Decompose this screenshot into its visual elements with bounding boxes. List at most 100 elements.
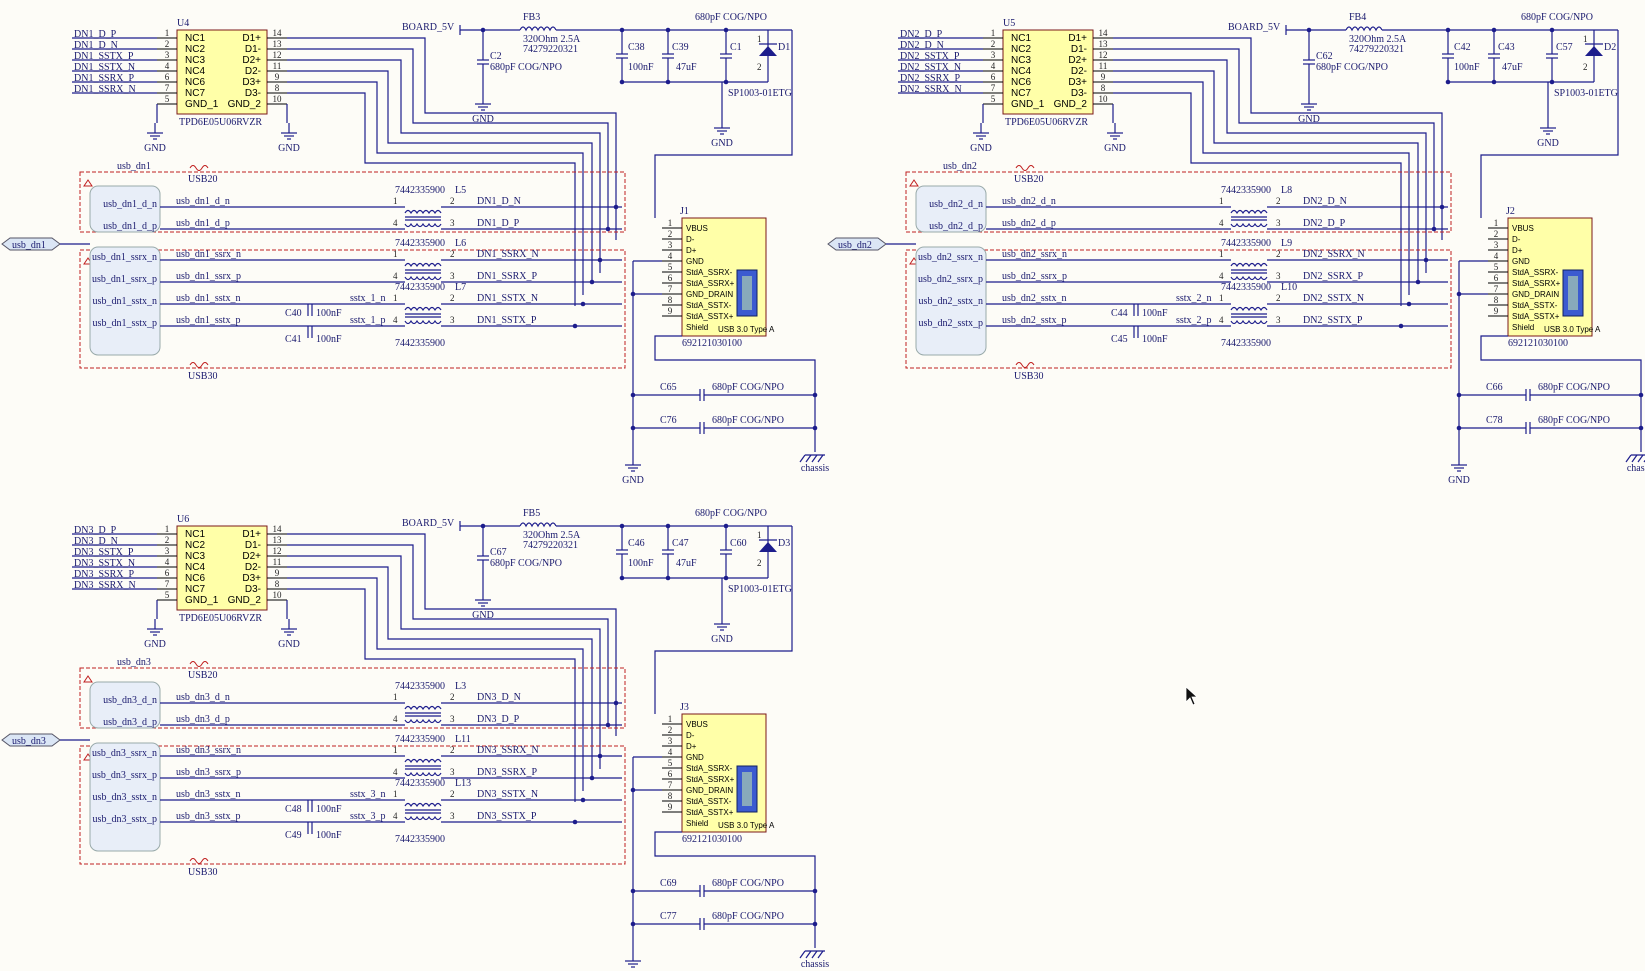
ic-pin-number: 10 bbox=[273, 590, 283, 600]
connector-pin-number: 6 bbox=[668, 273, 673, 283]
junction-dot bbox=[572, 819, 578, 825]
connector-pin-name: StdA_SSTX- bbox=[1512, 301, 1558, 310]
line-net-label: usb_dn1_ssrx_n bbox=[176, 249, 241, 260]
line-net-label: usb_dn1_ssrx_p bbox=[176, 271, 241, 282]
choke-part-number: 7442335900 bbox=[1221, 282, 1271, 293]
ic-refdes: U5 bbox=[1003, 18, 1015, 29]
connector-pin-name: StdA_SSRX+ bbox=[686, 279, 735, 288]
cap-refdes: C41 bbox=[285, 334, 302, 345]
choke-part-number: 7442335900 bbox=[1221, 338, 1271, 349]
cap-refdes: C66 bbox=[1486, 382, 1503, 393]
choke-coil-icon bbox=[404, 771, 442, 777]
wire bbox=[811, 950, 818, 959]
harness-entry-box bbox=[915, 246, 987, 356]
choke-pin-number: 1 bbox=[1219, 196, 1224, 206]
ic-net-label: DN1_SSRX_P bbox=[74, 73, 134, 84]
connector-pin-number: 2 bbox=[668, 725, 673, 735]
choke-coil-icon bbox=[404, 209, 442, 215]
ic-pin-number: 1 bbox=[165, 524, 170, 534]
ground-label: GND bbox=[622, 475, 644, 486]
connector-pin-name: GND_DRAIN bbox=[686, 290, 733, 299]
harness-entry-label: usb_dn2_d_n bbox=[929, 199, 983, 210]
ground-label: GND bbox=[1537, 138, 1559, 149]
cap-value: 100nF bbox=[316, 804, 342, 815]
junction-dot bbox=[580, 797, 586, 803]
harness-label: USB30 bbox=[188, 867, 217, 878]
ferrite-part-number: 74279220321 bbox=[523, 540, 578, 551]
ferrite-bead-icon bbox=[519, 26, 557, 32]
harness-entry-box bbox=[89, 246, 161, 356]
ground-label: GND bbox=[970, 143, 992, 154]
wire bbox=[654, 335, 816, 428]
ic-pin-number: 2 bbox=[165, 39, 170, 49]
line-net-label: DN2_SSTX_P bbox=[1303, 315, 1363, 326]
cap-value: 100nF bbox=[1454, 62, 1480, 73]
junction-dot bbox=[613, 204, 619, 210]
line-net-label: sstx_2_n bbox=[1176, 293, 1212, 304]
ferrite-value: 320Ohm 2.5A bbox=[523, 34, 581, 45]
choke-pin-number: 2 bbox=[1276, 293, 1281, 303]
choke-coil-icon bbox=[404, 758, 442, 764]
junction-dot bbox=[812, 888, 818, 894]
cap-refdes: C43 bbox=[1498, 42, 1515, 53]
ic-pin-number: 9 bbox=[275, 72, 280, 82]
choke-coil-icon bbox=[404, 815, 442, 821]
ground-label: GND bbox=[1298, 114, 1320, 125]
ic-pin-number: 8 bbox=[275, 83, 280, 93]
diode-pin-number: 2 bbox=[1583, 62, 1588, 72]
wire bbox=[654, 831, 816, 924]
harness-entry-label: usb_dn2_ssrx_p bbox=[918, 274, 983, 285]
harness-label: USB20 bbox=[188, 174, 217, 185]
line-net-label: usb_dn3_ssrx_n bbox=[176, 745, 241, 756]
harness-entry-label: usb_dn3_d_n bbox=[103, 695, 157, 706]
harness-entry-label: usb_dn1_ssrx_p bbox=[92, 274, 157, 285]
diode-refdes: D2 bbox=[1604, 42, 1616, 53]
ferrite-value: 320Ohm 2.5A bbox=[523, 530, 581, 541]
ic-pin-name: D1- bbox=[1071, 44, 1087, 55]
ic-pin-name: D1+ bbox=[1068, 33, 1087, 44]
line-net-label: DN2_D_P bbox=[1303, 218, 1346, 229]
harness-entry-label: usb_dn3_ssrx_n bbox=[92, 748, 157, 759]
choke-coil-icon bbox=[1230, 209, 1268, 215]
line-net-label: DN3_SSTX_N bbox=[477, 789, 538, 800]
connector-pin-number: 5 bbox=[668, 262, 673, 272]
ic-pin-number: 11 bbox=[273, 557, 282, 567]
cap-refdes: C46 bbox=[628, 538, 645, 549]
cap-value: 100nF bbox=[316, 308, 342, 319]
ic-pin-number: 8 bbox=[275, 579, 280, 589]
ground-label: GND bbox=[472, 610, 494, 621]
line-net-label: DN3_SSRX_N bbox=[477, 745, 539, 756]
ferrite-part-number: 74279220321 bbox=[1349, 44, 1404, 55]
ic-pin-number: 12 bbox=[273, 546, 282, 556]
ic-refdes: U4 bbox=[177, 18, 189, 29]
cap-value: 100nF bbox=[316, 830, 342, 841]
junction-dot bbox=[572, 323, 578, 329]
ground-label: GND bbox=[711, 138, 733, 149]
harness-label: USB30 bbox=[1014, 371, 1043, 382]
connector-pin-number: 9 bbox=[668, 802, 673, 812]
choke-pin-number: 4 bbox=[393, 271, 398, 281]
connector-pin-name: StdA_SSRX- bbox=[686, 764, 733, 773]
ferrite-refdes: FB3 bbox=[523, 12, 540, 23]
choke-pin-number: 4 bbox=[393, 811, 398, 821]
choke-coil-icon bbox=[1230, 275, 1268, 281]
connector-pin-number: 9 bbox=[668, 306, 673, 316]
choke-pin-number: 3 bbox=[450, 714, 455, 724]
cap-value: 100nF bbox=[316, 334, 342, 345]
ic-pin-number: 13 bbox=[273, 535, 283, 545]
harness-marker-icon bbox=[83, 179, 93, 187]
ic-pin-name: NC7 bbox=[185, 584, 205, 595]
ic-part-number: TPD6E05U06RVZR bbox=[179, 117, 262, 128]
choke-pin-number: 1 bbox=[1219, 249, 1224, 259]
ic-net-label: DN3_D_P bbox=[74, 525, 117, 536]
connector-pin-number: 4 bbox=[668, 251, 673, 261]
line-net-label: usb_dn3_ssrx_p bbox=[176, 767, 241, 778]
harness-entry-label: usb_dn2_sstx_n bbox=[919, 296, 983, 307]
port-label: usb_dn2 bbox=[838, 240, 872, 251]
ic-pin-name: GND_2 bbox=[228, 99, 262, 110]
harness-usb30-box bbox=[905, 249, 1452, 369]
choke-pin-number: 3 bbox=[1276, 218, 1281, 228]
choke-pin-number: 4 bbox=[1219, 315, 1224, 325]
choke-pin-number: 3 bbox=[1276, 271, 1281, 281]
